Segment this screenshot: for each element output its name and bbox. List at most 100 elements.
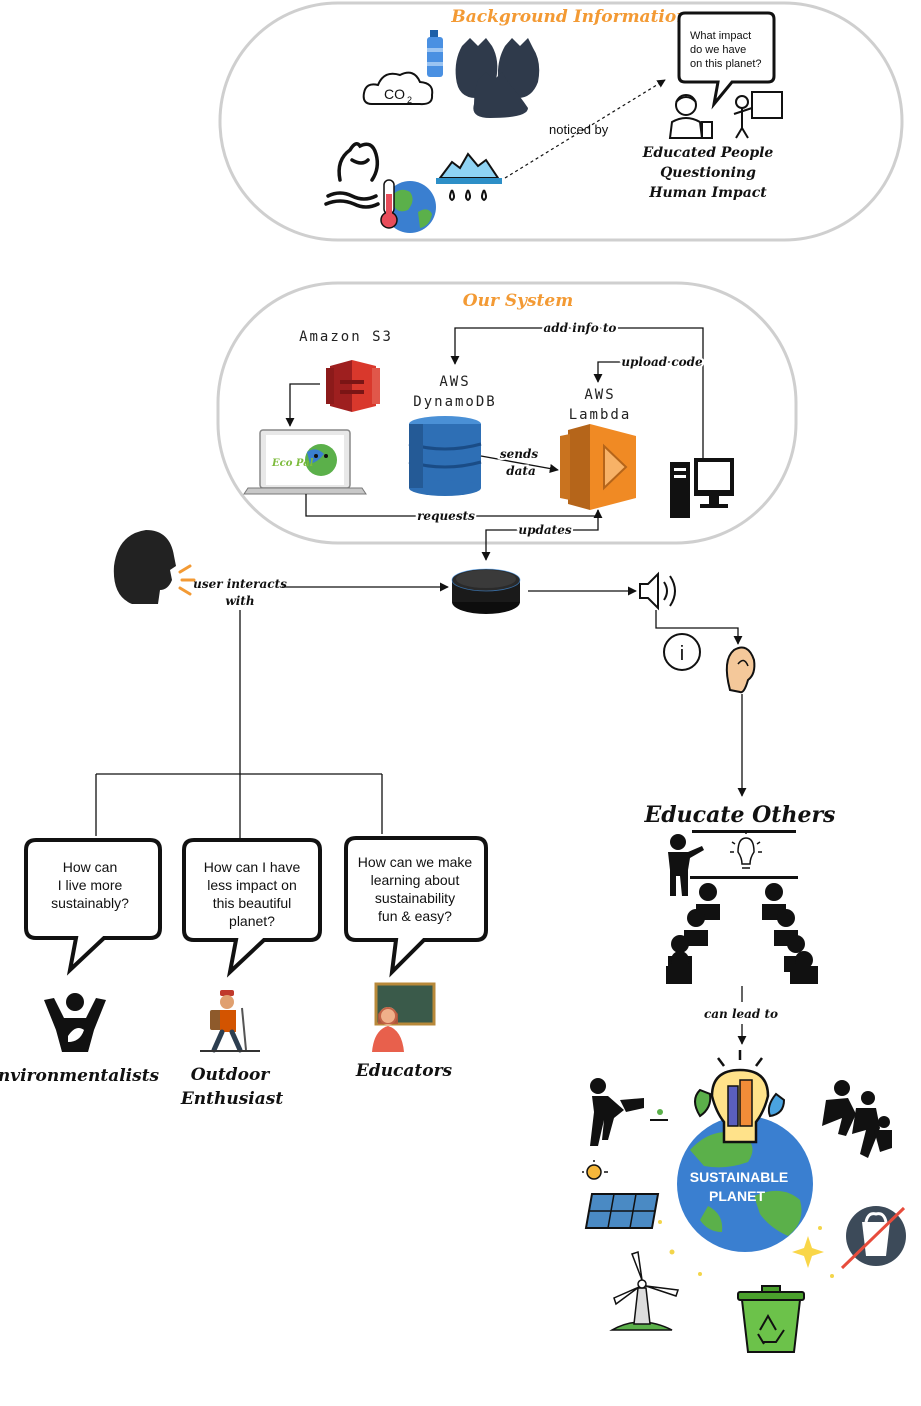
presenter-icon xyxy=(668,834,704,896)
educate-others-title: Educate Others xyxy=(644,802,836,828)
env-bubble-line-3: sustainably? xyxy=(51,895,129,911)
edu-bubble-line-3: sustainability xyxy=(375,890,455,906)
background-section: Background Information CO 2 xyxy=(218,1,904,242)
bubble-line-3: on this planet? xyxy=(690,58,762,70)
user-tree-connector xyxy=(95,610,383,838)
wind-turbine-icon xyxy=(609,1251,680,1331)
info-icon: i xyxy=(663,633,701,671)
background-title: Background Information xyxy=(450,7,688,27)
laptop-logo: Eco Pal xyxy=(271,458,314,469)
outdoor-bubble-line-1: How can I have xyxy=(204,859,301,875)
teacher-board-icon xyxy=(733,91,783,139)
speaker-icon xyxy=(639,571,676,611)
edu-bubble-line-2: learning about xyxy=(371,872,460,888)
system-section: Our System Amazon S3 Eco Pal AWS DynamoD… xyxy=(216,281,798,561)
warming-earth-icon xyxy=(380,179,436,233)
updates-connector xyxy=(481,510,599,561)
add-info-connector xyxy=(450,327,704,458)
s3-to-laptop-connector xyxy=(285,383,320,427)
sends-data-label-1: sends xyxy=(500,447,539,461)
scientist-icon xyxy=(668,94,713,139)
user-interacts-label-1: user interacts xyxy=(193,577,287,591)
no-plastic-bag-icon xyxy=(840,1206,906,1270)
lambda-label-2: Lambda xyxy=(569,407,632,423)
people-line-2: Questioning xyxy=(660,165,756,181)
can-lead-to-label: can lead to xyxy=(704,1007,778,1021)
upload-code-label: upload code xyxy=(621,355,703,369)
lambda-label-1: AWS xyxy=(584,387,615,403)
educate-bottom-line xyxy=(690,876,798,879)
edu-bubble-line-4: fun & easy? xyxy=(378,908,452,924)
bubble-line-1: What impact xyxy=(690,30,751,42)
solar-panel-icon xyxy=(582,1160,660,1229)
outcome-section: Educate Others can lead to xyxy=(582,802,906,1353)
updates-label: updates xyxy=(518,523,571,537)
family-icon xyxy=(822,1080,892,1158)
noticed-by-label: noticed by xyxy=(549,122,609,137)
educators-name: Educators xyxy=(355,1061,453,1081)
planet-label-2: PLANET xyxy=(709,1188,765,1204)
add-info-label: add info to xyxy=(544,321,617,335)
sends-data-connector xyxy=(480,455,559,474)
co2-label: CO xyxy=(384,86,405,102)
dynamodb-label-2: DynamoDB xyxy=(413,394,496,410)
developer-computer-icon xyxy=(670,458,734,518)
outdoor-bubble-line-3: this beautiful xyxy=(213,895,292,911)
system-title: Our System xyxy=(463,291,573,311)
environmentalists-name: Environmentalists xyxy=(0,1066,160,1086)
speaking-head-icon xyxy=(113,530,196,604)
outdoor-name-2: Enthusiast xyxy=(180,1089,284,1109)
melting-iceberg-icon xyxy=(436,152,502,202)
user-personas: How can I live more sustainably? How can… xyxy=(0,836,488,1109)
persona-bubble-educator: How can we make learning about sustainab… xyxy=(344,836,488,978)
people-line-1: Educated People xyxy=(642,145,774,161)
interaction-section: user interacts with i xyxy=(95,530,756,838)
upload-code-connector xyxy=(593,361,703,383)
environmentalist-icon xyxy=(44,993,106,1052)
aws-dynamodb-icon xyxy=(408,416,482,496)
amazon-s3-icon xyxy=(326,360,380,412)
outdoor-bubble-line-4: planet? xyxy=(229,913,275,929)
noticed-by-arrow xyxy=(504,79,666,179)
aws-lambda-icon xyxy=(560,424,636,510)
outdoor-name-1: Outdoor xyxy=(191,1065,271,1085)
gardener-icon xyxy=(590,1078,668,1146)
educator-icon xyxy=(372,982,436,1052)
city-bulb-icon xyxy=(694,1050,786,1144)
planet-label-1: SUSTAINABLE xyxy=(690,1169,789,1185)
svg-text:i: i xyxy=(680,643,684,665)
sends-data-label-2: data xyxy=(506,464,535,478)
decorative-dots xyxy=(658,1220,834,1278)
dynamodb-label-1: AWS xyxy=(439,374,470,390)
audience-group-icon xyxy=(666,883,818,984)
people-line-3: Human Impact xyxy=(648,185,767,201)
user-interacts-label-2: with xyxy=(225,594,254,608)
s3-label: Amazon S3 xyxy=(299,329,393,345)
outdoor-hiker-icon xyxy=(200,990,260,1053)
persona-bubble-outdoor: How can I have less impact on this beaut… xyxy=(182,838,322,978)
recycle-bin-icon xyxy=(737,1285,805,1353)
sparkle-icon xyxy=(792,1236,824,1268)
impact-question-bubble: What impact do we have on this planet? xyxy=(677,11,776,110)
speaker-to-ear-connector xyxy=(655,610,743,645)
env-bubble-line-1: How can xyxy=(63,859,117,875)
co2-subscript: 2 xyxy=(407,95,412,105)
edu-bubble-line-1: How can we make xyxy=(358,854,473,870)
polar-bear-icon xyxy=(324,142,380,209)
bubble-line-2: do we have xyxy=(690,44,746,56)
eco-pal-laptop: Eco Pal xyxy=(243,429,367,495)
requests-label: requests xyxy=(417,509,475,523)
garbage-bags-icon xyxy=(455,38,540,118)
educate-top-line xyxy=(692,830,796,833)
outdoor-bubble-line-2: less impact on xyxy=(207,877,296,893)
ear-icon xyxy=(725,646,756,694)
co2-cloud-icon: CO 2 xyxy=(362,71,434,106)
system-panel xyxy=(216,281,798,545)
echo-dot-icon xyxy=(451,568,521,614)
env-bubble-line-2: I live more xyxy=(58,877,123,893)
lightbulb-icon xyxy=(730,830,762,869)
persona-bubble-environmentalist: How can I live more sustainably? xyxy=(24,838,162,976)
sustainable-planet-icon: SUSTAINABLE PLANET xyxy=(677,1116,813,1252)
water-bottle-icon xyxy=(427,30,443,77)
